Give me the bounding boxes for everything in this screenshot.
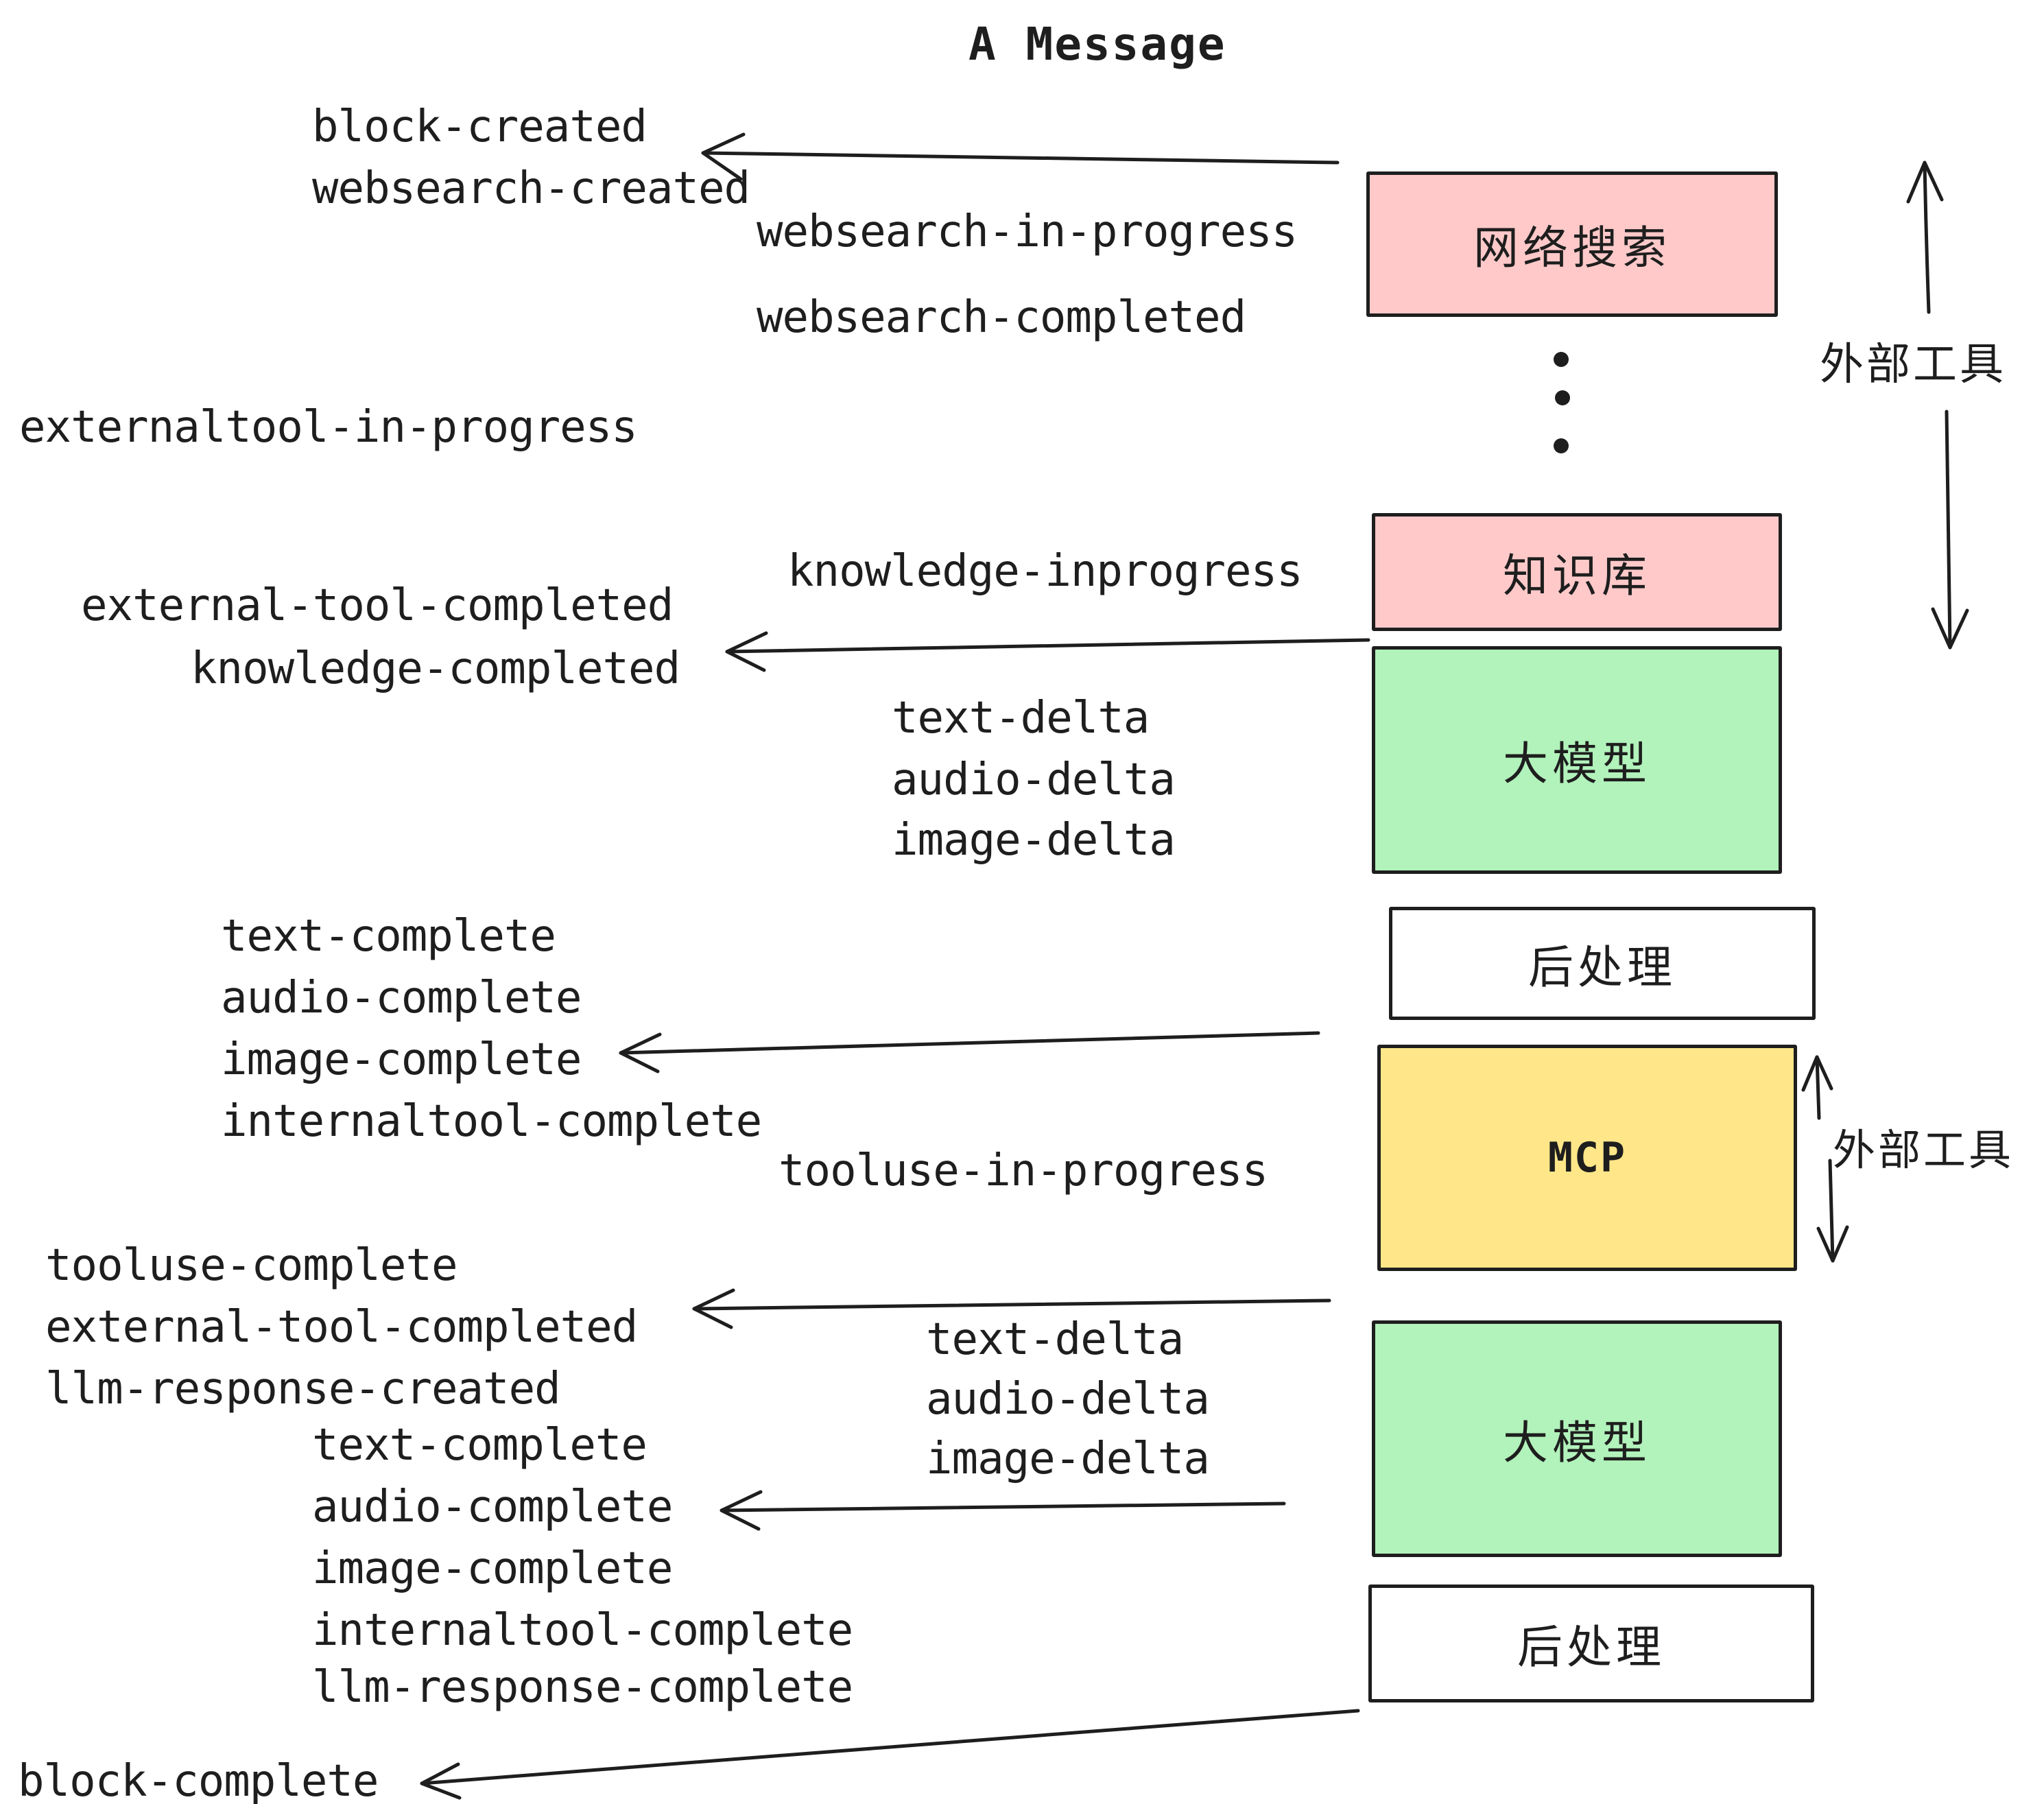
vertical-ellipsis-dots [1554, 352, 1570, 453]
box-postprocess-1: 后处理 [1389, 907, 1816, 1020]
box-postprocess-2: 后处理 [1368, 1585, 1814, 1702]
event-websearch-created: websearch-created [312, 163, 750, 214]
arrow-external-tools-top-up [1906, 161, 1944, 314]
event-text-delta-1: text-delta [892, 693, 1150, 744]
box-knowledge-label: 知识库 [1503, 549, 1651, 602]
event-externaltool-in-progress: externaltool-in-progress [19, 402, 638, 453]
arrow-block-complete [420, 1709, 1360, 1800]
event-audio-delta-2: audio-delta [926, 1374, 1210, 1425]
event-knowledge-completed: knowledge-completed [191, 643, 680, 694]
event-websearch-completed: websearch-completed [757, 292, 1246, 343]
arrow-image-complete [619, 1031, 1320, 1073]
event-text-complete-2: text-complete [312, 1420, 647, 1471]
event-text-delta-2: text-delta [926, 1314, 1184, 1365]
event-audio-complete-2: audio-complete [312, 1482, 673, 1532]
box-postprocess-2-label: 后处理 [1517, 1621, 1665, 1674]
event-image-delta-1: image-delta [892, 815, 1176, 866]
event-tooluse-complete: tooluse-complete [45, 1240, 457, 1291]
event-text-complete-1: text-complete [221, 911, 556, 962]
arrow-external-tools-mid-down [1816, 1159, 1849, 1263]
box-llm-1: 大模型 [1372, 646, 1782, 874]
box-postprocess-1-label: 后处理 [1528, 940, 1676, 994]
box-mcp-label: MCP [1547, 1134, 1627, 1182]
box-llm-2: 大模型 [1372, 1320, 1782, 1557]
event-internaltool-complete-2: internaltool-complete [312, 1605, 853, 1656]
event-audio-delta-1: audio-delta [892, 755, 1176, 805]
arrow-block-created [701, 132, 1340, 181]
arrow-knowledge-completed [725, 631, 1370, 672]
event-websearch-in-progress: websearch-in-progress [757, 206, 1298, 257]
event-internaltool-complete-1: internaltool-complete [221, 1096, 762, 1147]
box-knowledge: 知识库 [1372, 513, 1782, 631]
event-external-tool-completed-2: external-tool-completed [45, 1302, 638, 1353]
arrow-audio-complete [720, 1490, 1286, 1531]
event-image-delta-2: image-delta [926, 1434, 1210, 1484]
box-llm-2-label: 大模型 [1503, 1416, 1651, 1469]
event-llm-response-complete: llm-response-complete [312, 1662, 853, 1713]
arrow-external-tools-top-down [1931, 410, 1969, 650]
arrow-external-tools-mid-up [1801, 1055, 1833, 1120]
box-mcp: MCP [1377, 1045, 1797, 1271]
event-llm-response-created: llm-response-created [45, 1364, 561, 1414]
annotation-external-tools-mid: 外部工具 [1833, 1125, 2015, 1175]
box-llm-1-label: 大模型 [1503, 737, 1651, 790]
box-websearch-label: 网络搜索 [1473, 222, 1671, 274]
event-block-complete: block-complete [18, 1756, 379, 1804]
event-image-complete-1: image-complete [221, 1034, 582, 1085]
event-tooluse-in-progress: tooluse-in-progress [779, 1146, 1268, 1196]
box-websearch: 网络搜索 [1366, 171, 1778, 317]
event-image-complete-2: image-complete [312, 1543, 673, 1594]
annotation-external-tools-top: 外部工具 [1820, 340, 2006, 390]
page-title: A Message [968, 18, 1226, 71]
event-block-created: block-created [312, 102, 647, 152]
event-external-tool-completed: external-tool-completed [81, 580, 674, 631]
arrow-tooluse-complete [692, 1288, 1331, 1329]
event-audio-complete-1: audio-complete [221, 973, 582, 1023]
event-knowledge-inprogress: knowledge-inprogress [787, 546, 1303, 597]
